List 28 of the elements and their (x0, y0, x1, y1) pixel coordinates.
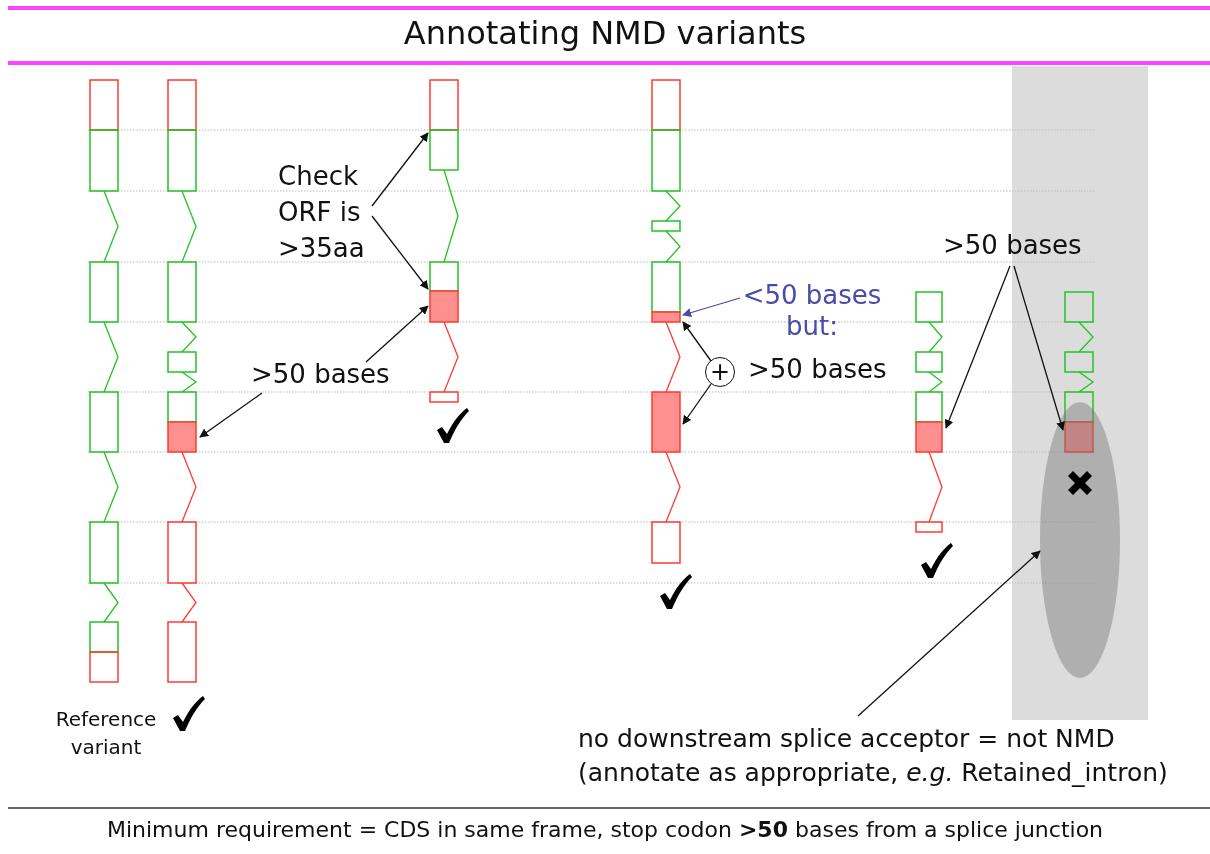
exon-box (429, 79, 459, 171)
arrow (682, 383, 712, 425)
region-ellipse (1040, 402, 1120, 678)
note-text: Check ORF is >35aa (278, 158, 370, 266)
arrow (371, 215, 429, 290)
exon-box (651, 391, 681, 453)
arrow (1013, 265, 1065, 431)
caption-text: Minimum requirement = CDS in same frame, stop codon >50 bases from a splice junction (105, 817, 1105, 842)
arrow (682, 321, 712, 362)
note-text: >50 bases (748, 354, 887, 384)
exon-box (429, 261, 459, 323)
exon-box (915, 391, 943, 453)
arrow (944, 265, 1011, 429)
exon-box (651, 261, 681, 323)
arrow (365, 305, 429, 363)
exon-box (167, 391, 197, 453)
arrow (371, 132, 429, 207)
arrow (199, 392, 263, 438)
exon-box (1064, 391, 1094, 453)
title-text: Annotating NMD variants (402, 14, 808, 52)
arrow (682, 297, 741, 317)
note-text: Reference variant (54, 706, 158, 761)
note-text: <50 bases but: (738, 280, 886, 342)
note-text: no downstream splice acceptor = not NMD (578, 723, 1116, 755)
arrow (857, 550, 1041, 717)
note-text: (annotate as appropriate, e.g. Retained_intron) (578, 757, 1168, 789)
note-text: >50 bases (943, 230, 1082, 260)
note-text: >50 bases (251, 359, 390, 389)
